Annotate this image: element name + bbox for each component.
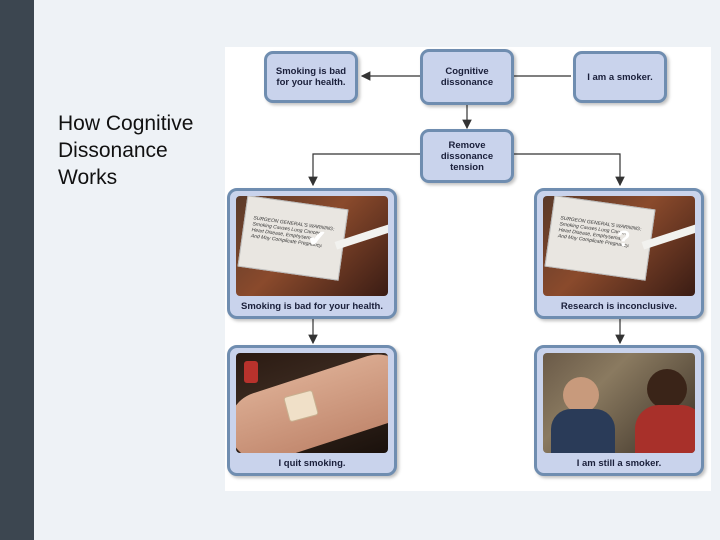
node-cognitive-dissonance-label: Cognitive dissonance: [440, 66, 494, 88]
nicotine-patch-photo: [236, 353, 388, 453]
cigarette-pack: SURGEON GENERAL'S WARNING: Smoking Cause…: [237, 196, 349, 281]
question-mark-icon: ?: [617, 226, 631, 251]
panel-quit-smoking: I quit smoking.: [227, 345, 397, 476]
dissonance-diagram: Smoking is bad for your health. Cognitiv…: [225, 47, 711, 491]
cigarette-pack-photo: SURGEON GENERAL'S WARNING: Smoking Cause…: [236, 196, 388, 296]
node-remove-tension: Remove dissonance tension: [420, 129, 514, 183]
caption-quit-smoking: I quit smoking.: [278, 458, 346, 469]
pack-warning-text: SURGEON GENERAL'S WARNING: Smoking Cause…: [557, 215, 642, 250]
node-smoking-bad-label: Smoking is bad for your health.: [275, 66, 347, 88]
person-body-right: [635, 405, 695, 453]
node-i-am-smoker-label: I am a smoker.: [587, 71, 653, 83]
person-head-right: [647, 369, 687, 409]
person-body-left: [551, 409, 615, 453]
person-head-left: [563, 377, 599, 413]
pack-warning-text: SURGEON GENERAL'S WARNING: Smoking Cause…: [250, 215, 335, 250]
node-smoking-bad: Smoking is bad for your health.: [264, 51, 358, 103]
check-mark-icon: ✔: [308, 226, 327, 251]
node-cognitive-dissonance: Cognitive dissonance: [420, 49, 514, 105]
node-remove-tension-label: Remove dissonance tension: [440, 139, 494, 173]
connector-arrows: [308, 71, 625, 345]
caption-smoking-bad: Smoking is bad for your health.: [241, 301, 383, 312]
slide-title: How Cognitive Dissonance Works: [58, 112, 194, 189]
cigarette-pack: SURGEON GENERAL'S WARNING: Smoking Cause…: [544, 196, 656, 281]
panel-still-smoker: I am still a smoker.: [534, 345, 704, 476]
node-i-am-smoker: I am a smoker.: [573, 51, 667, 103]
cigarette-pack-photo: SURGEON GENERAL'S WARNING: Smoking Cause…: [543, 196, 695, 296]
panel-research-inconclusive: SURGEON GENERAL'S WARNING: Smoking Cause…: [534, 188, 704, 319]
sidebar-bar: [0, 0, 34, 540]
panel-health-warning: SURGEON GENERAL'S WARNING: Smoking Cause…: [227, 188, 397, 319]
people-smoking-photo: [543, 353, 695, 453]
caption-research-inconclusive: Research is inconclusive.: [560, 301, 678, 312]
watch-band: [244, 361, 258, 383]
caption-still-smoker: I am still a smoker.: [576, 458, 662, 469]
